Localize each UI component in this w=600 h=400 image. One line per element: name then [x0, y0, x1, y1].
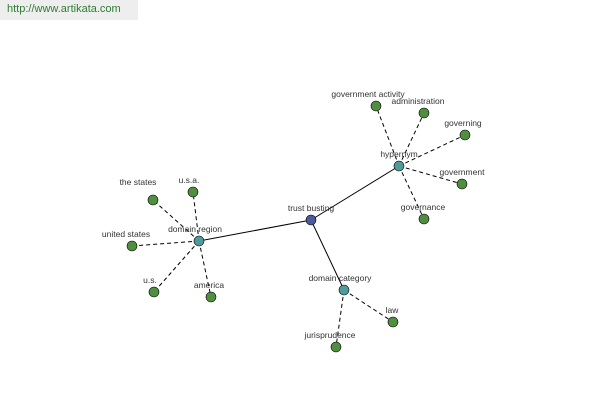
node-label-trust-busting[interactable]: trust busting — [288, 203, 335, 213]
node-label-administration[interactable]: administration — [392, 96, 445, 106]
edge-domain-region-to-united-states — [131, 240, 200, 247]
node-hypernym[interactable] — [393, 160, 405, 172]
node-governance[interactable] — [418, 213, 430, 225]
node-label-usa[interactable]: u.s.a. — [179, 175, 200, 185]
node-government[interactable] — [456, 178, 468, 190]
node-governing[interactable] — [459, 129, 471, 141]
edge-domain-region-to-the-states — [152, 199, 200, 242]
edge-domain-category-to-jurisprudence — [335, 289, 345, 348]
node-label-government[interactable]: government — [440, 167, 486, 177]
node-label-government-activity[interactable]: government activity — [331, 89, 405, 99]
node-administration[interactable] — [418, 107, 430, 119]
edge-hypernym-to-governance — [398, 165, 425, 220]
node-label-law[interactable]: law — [386, 305, 400, 315]
edges-layer — [131, 105, 466, 348]
node-domain-region[interactable] — [193, 235, 205, 247]
node-the-states[interactable] — [147, 194, 159, 206]
node-law[interactable] — [387, 316, 399, 328]
edge-hypernym-to-governing — [398, 134, 466, 167]
node-label-governing[interactable]: governing — [444, 118, 482, 128]
node-label-united-states[interactable]: united states — [102, 229, 150, 239]
node-america[interactable] — [205, 291, 217, 303]
edge-domain-category-to-law — [343, 289, 394, 323]
edge-domain-region-to-america — [198, 240, 212, 298]
node-label-domain-category[interactable]: domain category — [309, 273, 373, 283]
labels-layer: trust busting domain region hypernym domain… — [102, 89, 485, 340]
node-label-us[interactable]: u.s. — [143, 275, 157, 285]
node-domain-category[interactable] — [338, 284, 350, 296]
edge-domain-region-to-usa — [192, 191, 200, 242]
node-label-the-states[interactable]: the states — [120, 177, 157, 187]
node-label-america[interactable]: america — [194, 280, 225, 290]
edge-trust-busting-to-domain-region — [198, 219, 312, 242]
edge-trust-busting-to-domain-category — [310, 219, 345, 291]
node-us[interactable] — [148, 286, 160, 298]
node-label-governance[interactable]: governance — [401, 202, 446, 212]
node-united-states[interactable] — [126, 240, 138, 252]
node-label-domain-region[interactable]: domain region — [168, 224, 222, 234]
node-jurisprudence[interactable] — [330, 341, 342, 353]
edge-trust-busting-to-hypernym — [310, 165, 400, 221]
edge-hypernym-to-government-activity — [375, 105, 400, 167]
nodes-layer — [126, 100, 471, 353]
source-url-banner[interactable]: http://www.artikata.com — [0, 0, 138, 20]
node-label-jurisprudence[interactable]: jurisprudence — [303, 330, 355, 340]
edge-domain-region-to-us — [153, 240, 200, 293]
edge-hypernym-to-administration — [398, 112, 425, 167]
node-trust-busting[interactable] — [305, 214, 317, 226]
node-label-hypernym[interactable]: hypernym — [380, 149, 417, 159]
edge-hypernym-to-government — [398, 165, 463, 185]
node-usa[interactable] — [187, 186, 199, 198]
node-government-activity[interactable] — [370, 100, 382, 112]
